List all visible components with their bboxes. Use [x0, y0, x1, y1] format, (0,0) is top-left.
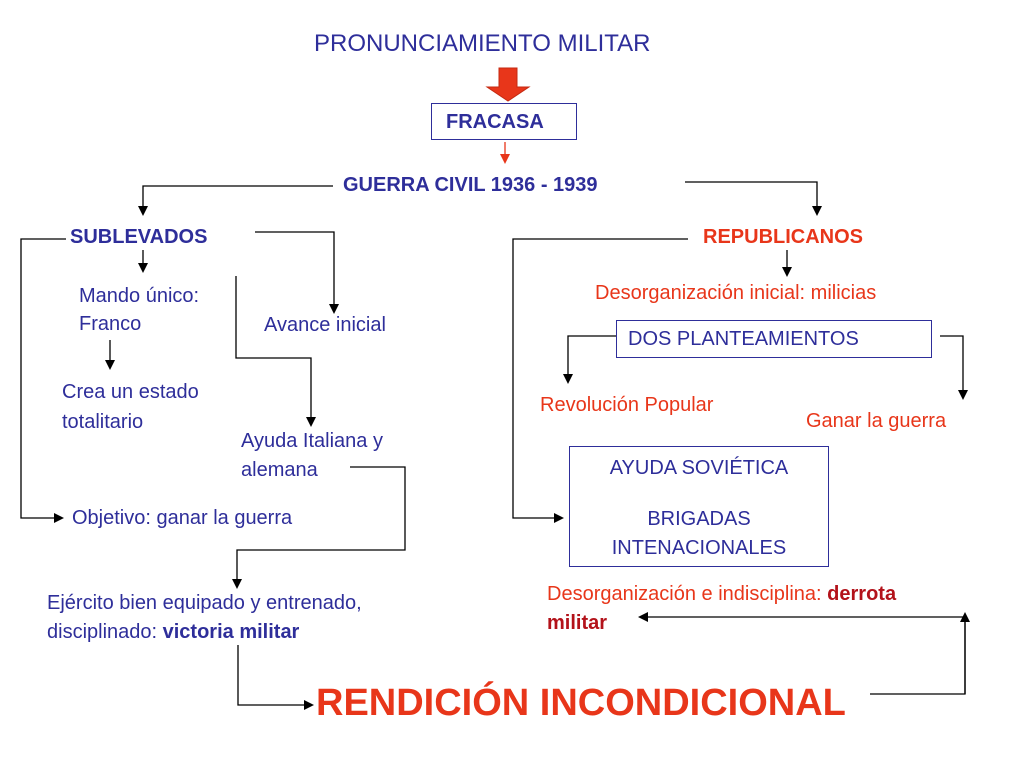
arrow-republicanos-brigadas [512, 238, 688, 523]
ayuda-italiana-text: Ayuda Italiana y alemana [241, 427, 383, 485]
ayuda-line-1: Ayuda Italiana y [241, 430, 383, 452]
mando-line-1: Mando único: [79, 285, 200, 307]
guerra-civil-label: GUERRA CIVIL 1936 - 1939 [343, 174, 598, 196]
revolucion-popular-text: Revolución Popular [540, 394, 714, 416]
militar-label: militar [547, 612, 608, 634]
victoria-militar: victoria militar [162, 621, 300, 643]
fracasa-box [431, 103, 577, 140]
ejercito-line-2-prefix: disciplinado: [47, 621, 163, 643]
estado-line-1: Crea un estado [62, 381, 199, 403]
avance-inicial-text: Avance inicial [264, 314, 386, 336]
derrota-label: derrota [827, 583, 897, 605]
ayuda-sovietica-label: AYUDA SOVIÉTICA [609, 457, 789, 479]
crea-estado-text: Crea un estado totalitario [62, 377, 199, 437]
desorganizacion-indisciplina-text: Desorganización e indisciplina: derrota … [547, 580, 896, 638]
arrow-sublevados-objetivo [20, 238, 66, 523]
big-red-arrow [485, 67, 531, 102]
mando-line-2: Franco [79, 313, 142, 335]
arrow-mando-ayuda [235, 276, 316, 427]
brigadas-line-1: BRIGADAS [647, 508, 751, 530]
dos-planteamientos-box [616, 320, 932, 358]
sublevados-heading: SUBLEVADOS [70, 226, 208, 248]
republicanos-heading: REPUBLICANOS [703, 226, 864, 248]
desorg-line-1: Desorganización e indisciplina: derrota [547, 580, 896, 609]
mando-unico-text: Mando único: Franco [79, 282, 199, 338]
ayuda-line-2: alemana [241, 459, 318, 481]
objetivo-text: Objetivo: ganar la guerra [72, 507, 293, 529]
desorganizacion-inicial-text: Desorganización inicial: milicias [595, 282, 877, 304]
ejercito-line-1: Ejército bien equipado y entrenado, [47, 592, 362, 614]
brigadas-line-2: INTENACIONALES [611, 537, 787, 559]
ejercito-line-2: disciplinado: victoria militar [47, 618, 362, 647]
arrow-dos-ganar [940, 335, 968, 400]
brigadas-label: BRIGADAS INTENACIONALES [569, 505, 829, 563]
diagram-title: PRONUNCIAMIENTO MILITAR [314, 30, 651, 57]
ejercito-text: Ejército bien equipado y entrenado, disc… [47, 589, 362, 647]
dos-planteamientos-label: DOS PLANTEAMIENTOS [628, 328, 859, 350]
arrow-ayuda-ejercito [232, 466, 406, 589]
desorg-line-1-prefix: Desorganización e indisciplina: [547, 583, 828, 605]
arrow-guerra-sublevados [138, 185, 333, 216]
arrow-ejercito-rendicion [237, 645, 314, 710]
arrow-sublevados-avance [255, 231, 339, 314]
ayuda-sovietica-box [569, 446, 829, 567]
arrow-guerra-republicanos [685, 181, 822, 216]
fracasa-label: FRACASA [446, 111, 544, 133]
estado-line-2: totalitario [62, 411, 144, 433]
rendicion-incondicional: RENDICIÓN INCONDICIONAL [316, 682, 846, 724]
ganar-guerra-text: Ganar la guerra [806, 410, 947, 432]
arrow-dos-revolucion [563, 335, 616, 384]
